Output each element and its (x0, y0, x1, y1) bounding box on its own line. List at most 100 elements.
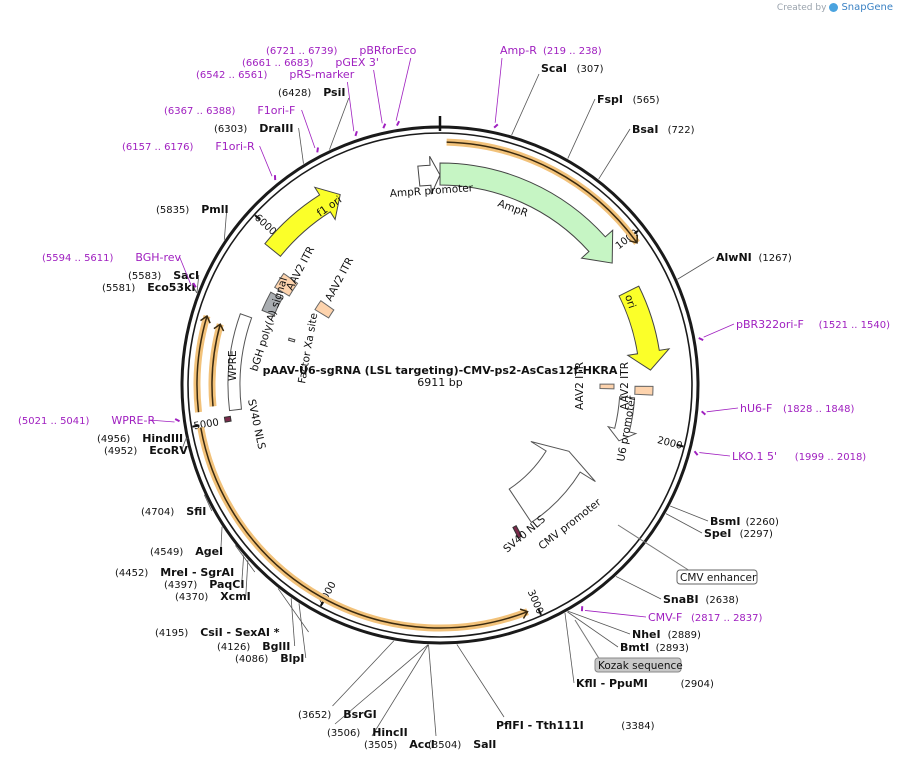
restriction-site: (4549)AgeI (150, 545, 223, 558)
u6-promoter-arrow (606, 396, 638, 442)
site-leader-0 (511, 73, 540, 136)
cas-orf-line (200, 427, 528, 629)
primer-site: Amp-R(219 .. 238) (500, 44, 602, 57)
restriction-site: NheI(2889) (632, 628, 701, 641)
site-position: (4549) (150, 547, 183, 558)
feature-label-aav2-itr-right-2: AAV2 ITR (619, 362, 631, 410)
site-position: (4126) (217, 642, 250, 653)
primer-position: (5594 .. 5611) (42, 253, 114, 264)
site-name: FspI (597, 93, 623, 106)
site-position: (3505) (364, 740, 397, 751)
site-position: (2638) (706, 595, 739, 606)
primer-leader-10 (373, 69, 383, 124)
primer-leader-4 (584, 610, 647, 618)
restriction-site: (6428) PsiI (278, 86, 345, 99)
primer-leader-1 (703, 323, 735, 338)
primer-site: (6542 .. 6561)pRS-marker (196, 68, 355, 81)
primer-leader-5 (148, 419, 175, 423)
site-leader-14 (332, 640, 395, 707)
primer-name: pBR322ori-F (736, 318, 804, 331)
site-position: (3384) (621, 721, 654, 732)
restriction-site: (3652)BsrGI (298, 708, 377, 721)
site-leader-20 (235, 545, 256, 573)
site-position: (2893) (656, 643, 689, 654)
site-leader-29 (329, 97, 350, 150)
brand-prefix: Created by (776, 2, 827, 13)
feature-shapes (223, 155, 671, 539)
site-name: MreI - SgrAI (160, 566, 234, 579)
restriction-site: (6303) DraIII (214, 122, 293, 135)
site-leader-3 (677, 256, 715, 280)
site-name: CsiI - SexAI * (200, 626, 280, 639)
restriction-site: (3504) SalI (428, 738, 496, 751)
site-leader-21 (220, 526, 223, 552)
sv40-nls-right (512, 525, 523, 539)
site-name: AlwNI (716, 251, 752, 264)
f1-ori-arrow (264, 186, 341, 257)
feature-label-ampr-promoter: AmpR promoter (389, 182, 474, 200)
primer-mark-2 (701, 410, 707, 416)
restriction-site: KflI - PpuMI(2904) (576, 677, 714, 690)
feature-label-aav2-itr-left-2: AAV2 ITR (323, 255, 356, 303)
feature-label-sv40-nls-left: SV40 NLS (245, 398, 267, 451)
site-name: SfiI (186, 505, 206, 518)
feature-label-ori: ori (622, 293, 638, 310)
site-name: BsrGI (343, 708, 376, 721)
cmv-enhancer-box (676, 569, 758, 585)
primer-position: (5021 .. 5041) (18, 416, 90, 427)
site-name: HincII (372, 726, 408, 739)
ori-arrow (618, 285, 671, 371)
site-position: (3504) (428, 740, 461, 751)
primer-site: (6721 .. 6739)pBRforEco (266, 44, 417, 57)
site-name: KflI - PpuMI (576, 677, 648, 690)
plasmid-name: pAAV-U6-sgRNA (LSL targeting)-CMV-ps2-As… (263, 364, 618, 377)
site-leader-4 (670, 505, 709, 522)
ampr-arrow (439, 162, 614, 264)
primer-position: (6157 .. 6176) (122, 142, 194, 153)
tick-label-2000: 2000 (656, 435, 683, 452)
site-leader-7 (567, 610, 631, 635)
restriction-site: ScaI(307) (541, 62, 604, 75)
backbone-inner (187, 132, 693, 638)
kozak-label: Kozak sequence (598, 660, 683, 672)
primer-position: (1828 .. 1848) (783, 404, 855, 415)
restriction-site: (5835)PmlI (156, 203, 229, 216)
restriction-site: (4086)BlpI (235, 652, 304, 665)
orf-arcs (193, 138, 640, 632)
site-name: BglII (262, 640, 290, 653)
wpre-box (227, 313, 253, 412)
restriction-site: (4952)EcoRV (104, 444, 188, 457)
site-name: NheI (632, 628, 661, 641)
aav2-itr-left-1 (273, 272, 299, 297)
site-name: SalI (473, 738, 496, 751)
restriction-site: SnaBI(2638) (663, 593, 739, 606)
site-position: (6428) (278, 88, 311, 99)
site-position: (565) (633, 95, 660, 106)
sv40-nls-left (223, 415, 232, 423)
site-position: (4397) (164, 580, 197, 591)
feature-label-aav2-itr-right-1: AAV2 ITR (574, 362, 586, 410)
site-name: DraIII (259, 122, 293, 135)
site-position: (2260) (746, 517, 779, 528)
site-leader-22 (203, 494, 213, 512)
site-leader-1 (567, 98, 596, 159)
site-name: PsiI (323, 86, 345, 99)
kozak-box (594, 657, 682, 673)
site-position: (4956) (97, 434, 130, 445)
cmv-promoter-arrow (508, 441, 596, 524)
site-name: PmlI (201, 203, 228, 216)
primer-sites: Amp-R(219 .. 238)pBR322ori-F(1521 .. 154… (18, 44, 890, 624)
site-position: (4195) (155, 628, 188, 639)
feature-label-bgh-polya: bGH poly(A) signal (248, 276, 290, 373)
primer-name: hU6-F (740, 402, 772, 415)
site-position: (6303) (214, 124, 247, 135)
ampr-promoter-arrow (417, 155, 441, 195)
site-leader-12 (371, 644, 429, 737)
primer-name: BGH-rev (135, 251, 181, 264)
primer-name: pGEX 3' (335, 56, 379, 69)
site-position: (5581) (102, 283, 135, 294)
site-leader-15 (298, 603, 307, 659)
site-name: Eco53kI (147, 281, 195, 294)
site-leader-10 (456, 644, 505, 718)
tick-mark-2000 (676, 443, 684, 448)
